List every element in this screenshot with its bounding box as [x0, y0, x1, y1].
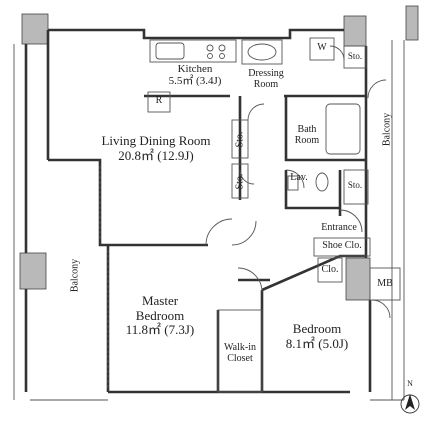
master-area: 11.8㎡ (7.3J): [125, 322, 195, 338]
storage-label-upper: Sto.: [234, 131, 246, 148]
dressing-line1: Dressing: [248, 68, 284, 79]
washer-label: W: [317, 42, 327, 53]
bedroom-name: Bedroom: [292, 321, 342, 336]
walkin-line1: Walk-in: [224, 342, 256, 353]
living-dining-label: Living Dining Room 20.8㎡ (12.9J): [86, 133, 226, 163]
master-line2: Bedroom: [135, 307, 185, 323]
thin-lines: [13, 37, 405, 401]
walls: [24, 28, 372, 394]
fridge-label: R: [155, 95, 163, 106]
storage-label-right: Sto.: [347, 180, 363, 190]
north-arrow-icon: [400, 394, 420, 414]
dressing-line2: Room: [253, 79, 279, 91]
balcony-west-label: Balcony: [69, 258, 81, 293]
bedroom-area: 8.1㎡ (5.0J): [285, 335, 349, 351]
bath-line1: Bath: [297, 124, 317, 135]
living-area: 20.8㎡ (12.9J): [118, 147, 194, 163]
storage-label-top: Sto.: [347, 51, 363, 61]
storage-label-lower: Sto.: [234, 173, 246, 190]
bath-line2: Room: [294, 135, 320, 147]
structural-columns: [19, 5, 419, 301]
kitchen-label: Kitchen 5.5㎡ (3.4J): [160, 63, 230, 88]
shoe-closet-label: Shoe Clo.: [322, 240, 362, 251]
balcony-east-label: Balcony: [381, 112, 393, 147]
walkin-line2: Closet: [227, 353, 253, 365]
bedroom-label: Bedroom 8.1㎡ (5.0J): [272, 321, 362, 351]
master-line1: Master: [141, 293, 179, 308]
kitchen-area: 5.5㎡ (3.4J): [168, 75, 222, 88]
master-bedroom-label: Master Bedroom 11.8㎡ (7.3J): [110, 293, 210, 338]
entrance-label: Entrance: [321, 222, 357, 233]
walkin-closet-label: Walk-in Closet: [218, 342, 262, 364]
kitchen-name: Kitchen: [177, 63, 213, 75]
mb-label: MB: [377, 278, 393, 289]
lavatory-label: Lav.: [290, 172, 308, 183]
closet-label: Clo.: [321, 264, 339, 275]
compass-label: N: [407, 379, 413, 388]
living-name: Living Dining Room: [101, 133, 211, 148]
bath-room-label: Bath Room: [290, 124, 324, 146]
dressing-room-label: Dressing Room: [240, 68, 292, 90]
